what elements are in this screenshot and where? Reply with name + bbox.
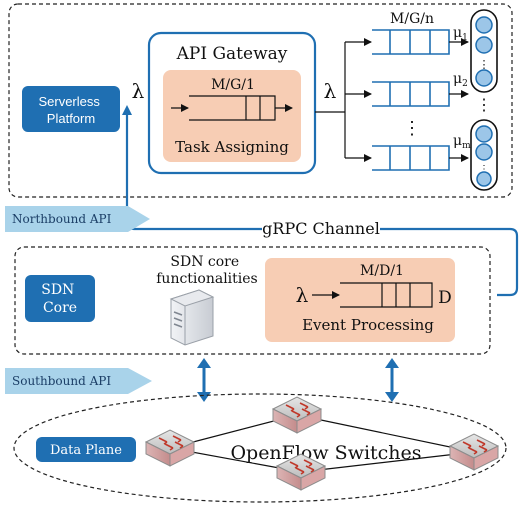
server-node [475, 143, 493, 161]
sdn-label-line2: Core [43, 300, 77, 316]
task-assigning-label: Task Assigning [175, 138, 289, 156]
switches-group [144, 396, 500, 491]
core-func-line1: SDN core [170, 254, 239, 270]
core-functionalities-label: SDN core functionalities [156, 254, 257, 287]
mu-subscript: 2 [462, 79, 468, 89]
server-node [475, 36, 493, 54]
server-pool-m: ⋮ [470, 119, 498, 191]
southbound-arrow-left [197, 358, 211, 402]
event-processing-panel [265, 258, 455, 342]
mu-subscript: m [462, 141, 471, 151]
openflow-switch-icon [271, 396, 323, 434]
mu-symbol: μ [453, 133, 462, 149]
event-d-label: D [438, 288, 452, 308]
gateway-queue-model: M/G/1 [211, 77, 255, 93]
serverless-region [8, 3, 513, 198]
server-node [475, 125, 493, 143]
mu-symbol: μ [453, 25, 462, 41]
northbound-label: Northbound API [12, 212, 112, 226]
core-func-line2: functionalities [156, 271, 257, 287]
northbound-api-tag: Northbound API [5, 206, 150, 232]
event-lambda: λ [296, 283, 309, 307]
data-plane-region [13, 393, 507, 503]
data-plane-label: Data Plane [50, 443, 122, 458]
sdn-core-label: SDN Core [41, 282, 79, 316]
server-tower-icon [169, 289, 215, 346]
serverless-platform-label: Serverless Platform [38, 94, 103, 126]
openflow-switch-icon [144, 429, 196, 467]
serverless-platform-tag: Serverless Platform [22, 86, 120, 132]
serverless-label-line2: Platform [47, 111, 95, 126]
grpc-label: gRPC Channel [262, 219, 380, 238]
southbound-arrow-right [385, 358, 399, 402]
fork-connector [315, 42, 346, 158]
openflow-switch-icon [448, 433, 500, 471]
event-processing-label: Event Processing [302, 316, 434, 334]
server-queue-2 [372, 81, 450, 107]
server-queue-m [372, 145, 450, 171]
southbound-api-tag: Southbound API [5, 368, 152, 394]
server-pool-ellipsis: ⋮ [476, 95, 492, 114]
serverless-label-line1: Serverless [38, 94, 100, 109]
mu-label-1: μ1 [453, 25, 468, 43]
server-node [475, 16, 493, 34]
api-gateway-title: API Gateway [176, 44, 288, 64]
sdn-core-tag: SDN Core [25, 275, 95, 322]
event-queue-model: M/D/1 [360, 263, 404, 279]
mu-label-2: μ2 [453, 71, 468, 89]
openflow-switches-label: OpenFlow Switches [230, 442, 421, 464]
server-pool-1: ⋮ [470, 9, 498, 93]
lambda-out: λ [324, 79, 337, 103]
server-queue-1 [372, 29, 450, 55]
lambda-in: λ [132, 79, 145, 103]
mu-symbol: μ [453, 71, 462, 87]
server-node [476, 171, 492, 187]
server-node [475, 69, 493, 87]
server-queue-model: M/G/n [390, 11, 434, 27]
server-dots: ⋮ [479, 164, 489, 175]
openflow-switch-icon [275, 453, 327, 491]
mu-subscript: 1 [462, 33, 468, 43]
mu-label-m: μm [453, 133, 471, 151]
sdn-label-line1: SDN [41, 282, 74, 298]
server-dots: ⋮ [479, 58, 490, 71]
task-assigning-panel [163, 70, 301, 162]
queue-ellipsis: ⋮ [403, 118, 421, 139]
southbound-label: Southbound API [12, 374, 111, 388]
data-plane-tag: Data Plane [36, 437, 136, 462]
event-queue [340, 282, 433, 308]
